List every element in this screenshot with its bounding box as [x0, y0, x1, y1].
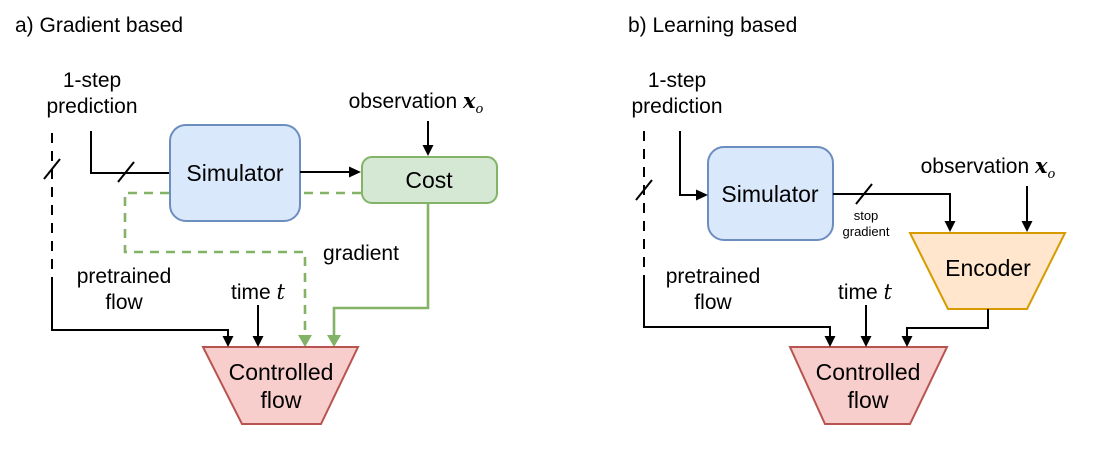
gradient-dashed-arrowhead — [298, 335, 312, 347]
prediction-line: prediction — [46, 95, 138, 118]
panel-a-title: a) Gradient based — [15, 14, 184, 37]
dimension-slash-icon — [635, 179, 653, 201]
observation-text: observation — [348, 90, 458, 113]
flow-line: flow — [847, 387, 889, 413]
time-var: t — [276, 280, 285, 304]
one-step-line: 1-step — [647, 69, 707, 92]
simulator-label-a: Simulator — [186, 160, 284, 186]
controlled-line: Controlled — [815, 359, 921, 385]
time-text: time — [838, 281, 878, 304]
pretrained-flow-label-b: pretrained flow — [666, 264, 761, 316]
encoder-label: Encoder — [945, 255, 1031, 281]
controlled-flow-label-a: Controlled flow — [229, 358, 334, 414]
controlled-flow-trapezoid-b — [788, 346, 949, 425]
arrowhead — [252, 336, 264, 347]
observation-label-b: observation xo — [921, 153, 1056, 188]
arrowhead — [860, 336, 872, 347]
stop-line: stop — [853, 208, 879, 223]
gradient-line: gradient — [842, 224, 890, 239]
flow-line: flow — [260, 387, 302, 413]
stop-gradient-edge-label: stop gradient — [843, 208, 890, 240]
simulator-label-b: Simulator — [721, 181, 819, 207]
controlled-flow-label-b: Controlled flow — [816, 358, 921, 414]
arrowhead — [222, 336, 234, 347]
dimension-slash-icon — [117, 161, 135, 183]
pretrained-flow-label-a: pretrained flow — [77, 264, 172, 316]
cost-label: Cost — [405, 167, 453, 193]
cost-feedback-edge-a — [332, 203, 430, 336]
time-text: time — [231, 281, 271, 304]
cost-box — [361, 156, 498, 204]
panel-b-title: b) Learning based — [628, 14, 798, 37]
arrowhead — [422, 145, 434, 156]
stop-gradient-slash-icon — [855, 183, 873, 205]
one-step-line: 1-step — [62, 69, 122, 92]
arrowhead — [901, 336, 913, 347]
gradient-edge-label: gradient — [323, 242, 399, 265]
dimension-slash-icon — [43, 158, 61, 180]
observation-var: x — [1035, 153, 1048, 178]
time-label-b: time t — [838, 279, 892, 306]
pretrained-line: pretrained — [665, 265, 761, 288]
controlled-line: Controlled — [228, 359, 334, 385]
prediction-to-simulator-edge-a — [90, 131, 169, 174]
encoder-trapezoid — [908, 232, 1067, 310]
arrowhead — [1021, 221, 1033, 232]
observation-subscript: o — [1047, 167, 1056, 183]
observation-var: x — [463, 88, 476, 113]
arrowhead — [944, 221, 956, 232]
time-label-a: time t — [231, 279, 285, 306]
one-step-prediction-label-a: 1-step prediction — [46, 68, 137, 120]
one-step-prediction-label-b: 1-step prediction — [631, 68, 722, 120]
pretrained-flow-edge-a — [51, 284, 229, 336]
arrowhead — [349, 166, 361, 178]
pretrained-flow-edge-b — [643, 284, 831, 336]
observation-label-a: observation xo — [349, 88, 484, 123]
cost-feedback-arrowhead — [327, 335, 341, 347]
simulator-to-encoder-edge — [833, 193, 951, 222]
observation-text: observation — [920, 155, 1030, 178]
gradient-dashed-edge-a — [123, 191, 361, 336]
time-var: t — [883, 280, 892, 304]
arrowhead — [696, 189, 708, 201]
observation-subscript: o — [475, 102, 484, 118]
flow-line: flow — [694, 291, 732, 314]
controlled-flow-trapezoid-a — [201, 346, 360, 425]
prediction-line: prediction — [631, 95, 723, 118]
arrowhead — [824, 336, 836, 347]
flow-line: flow — [105, 291, 143, 314]
pretrained-line: pretrained — [76, 265, 172, 288]
prediction-to-simulator-edge-b — [679, 131, 697, 196]
encoder-to-controlled-edge — [906, 309, 989, 336]
